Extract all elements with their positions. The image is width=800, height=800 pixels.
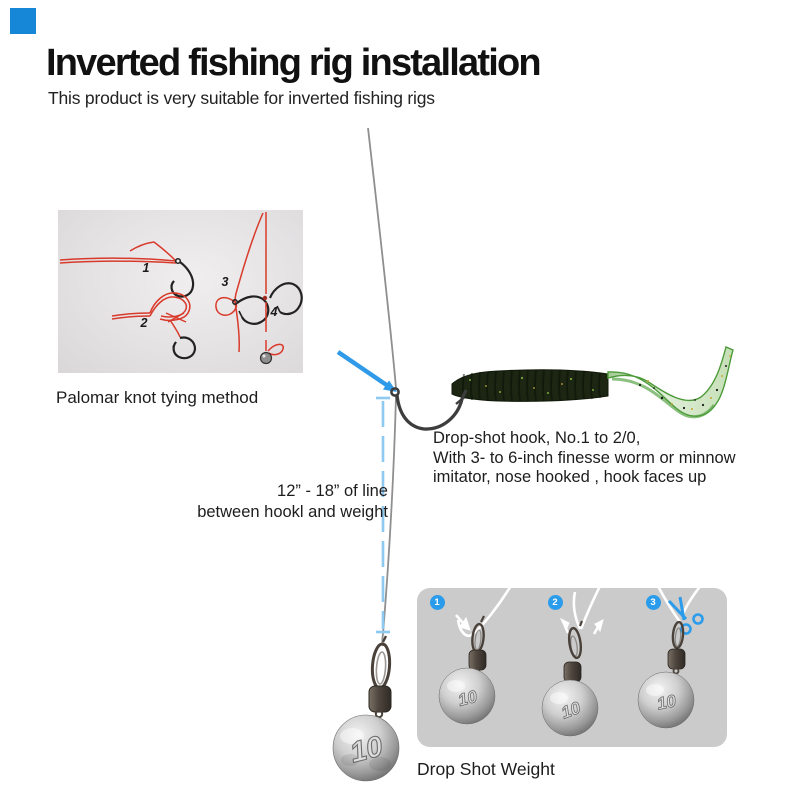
knot-step-3: 3	[215, 212, 270, 353]
knot-step-label: 3	[222, 275, 229, 289]
hook-note-line: imitator, nose hooked , hook faces up	[433, 468, 707, 486]
blue-arrow-icon	[336, 350, 397, 392]
measure-note-line: 12” - 18” of line	[277, 482, 388, 500]
knot-step-4: 4	[259, 212, 303, 365]
weight-value: 10	[347, 731, 386, 770]
hook-note-line: Drop-shot hook, No.1 to 2/0,	[433, 429, 641, 447]
line-step2	[572, 588, 601, 630]
brand-mark	[10, 8, 36, 34]
knot-caption: Palomar knot tying method	[56, 388, 259, 407]
line-step3	[657, 588, 701, 623]
knot-dot	[262, 295, 268, 301]
measure-note-line: between hookl and weight	[197, 503, 388, 521]
panel-caption: Drop Shot Weight	[417, 759, 555, 779]
weight-steps-illustration: 10	[438, 588, 704, 737]
snap-swivel	[368, 635, 392, 719]
weight-value: 10	[655, 691, 678, 714]
step-badge: 3	[645, 594, 661, 610]
step-badge: 2	[547, 594, 563, 610]
knot-step-1: 1	[59, 241, 195, 298]
knot-step-label: 2	[140, 316, 148, 330]
knot-step-label: 1	[143, 261, 150, 275]
panel-step-1: 10	[438, 588, 512, 725]
knot-diagram: 1 2	[59, 212, 303, 365]
weight-ball: 10	[332, 714, 400, 782]
page-subtitle: This product is very suitable for invert…	[48, 88, 435, 108]
measure-note: 12” - 18” of line between hookl and weig…	[180, 481, 388, 523]
knot-diagram-panel: 1 2	[58, 210, 303, 373]
knot-step-label: 4	[270, 305, 278, 319]
white-arrow-icon	[559, 617, 604, 635]
drop-shot-hook	[390, 387, 468, 431]
panel-step-2: 10	[541, 588, 604, 737]
hook-note: Drop-shot hook, No.1 to 2/0, With 3- to …	[433, 429, 736, 488]
blue-scissors-icon	[667, 596, 704, 635]
step-badge: 1	[429, 594, 445, 610]
page-title: Inverted fishing rig installation	[46, 42, 542, 84]
measure-dashed-line	[376, 396, 390, 634]
knot-step-2: 2	[111, 292, 197, 360]
soft-plastic-worm	[451, 346, 734, 419]
white-arrow-icon	[455, 614, 471, 631]
weight-steps-panel: 10	[417, 588, 727, 747]
panel-step-3: 10	[637, 588, 704, 729]
knot-weight-ball	[259, 351, 273, 365]
knot-weight-highlight	[262, 354, 266, 358]
hook-note-line: With 3- to 6-inch finesse worm or minnow	[433, 448, 736, 467]
fishing-line-upper	[367, 127, 397, 389]
